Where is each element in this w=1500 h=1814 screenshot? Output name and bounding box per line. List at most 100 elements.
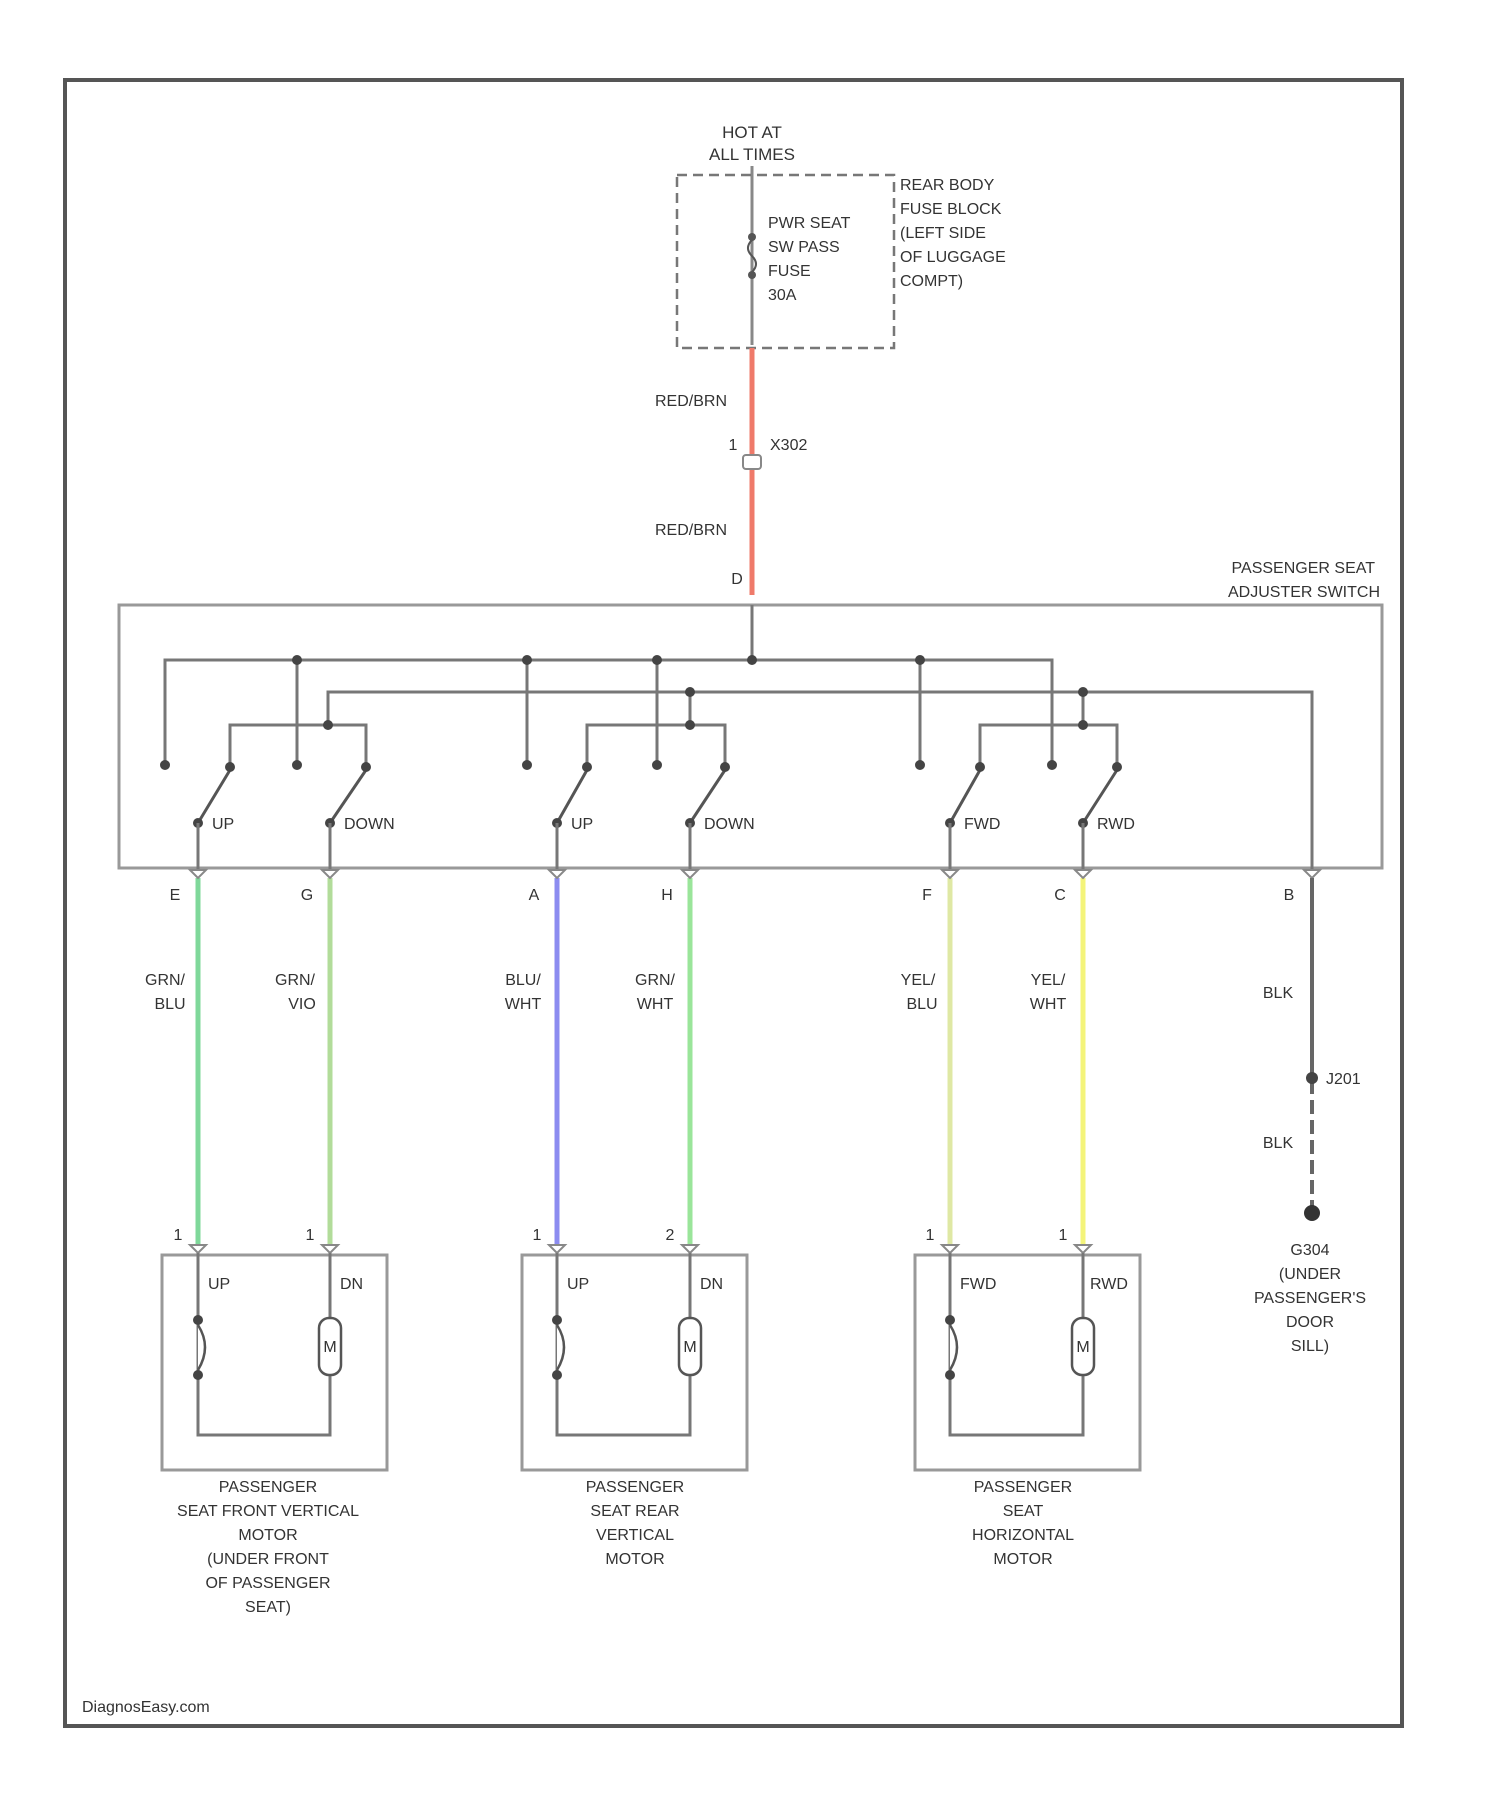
- feed-wire-label-bottom: RED/BRN: [655, 522, 727, 539]
- switch-contact-front-down: DOWN: [325, 762, 395, 833]
- fuse-block-label-4: OF LUGGAGE: [900, 249, 1006, 266]
- connector-pin: 1: [729, 437, 738, 454]
- switch-contact-horizontal-fwd: FWD: [945, 762, 1000, 833]
- switch-bus-wiring: [165, 605, 1312, 890]
- motor-caption-2: SEAT FRONT VERTICAL: [177, 1503, 359, 1520]
- svg-text:UP: UP: [212, 816, 234, 833]
- svg-text:UP: UP: [571, 816, 593, 833]
- switch-pin-d: D: [731, 571, 743, 588]
- wire-label-grn-vio-1: GRN/: [275, 972, 316, 989]
- switch-pin-e: E: [170, 887, 181, 904]
- ground-location-3: PASSENGER'S: [1254, 1290, 1366, 1307]
- fuse-label-3: FUSE: [768, 263, 811, 280]
- wire-label-grn-wht-1: GRN/: [635, 972, 676, 989]
- fuse-block-label-3: (LEFT SIDE: [900, 225, 986, 242]
- ground-location-5: SILL): [1291, 1338, 1329, 1355]
- motor-caption-1: PASSENGER: [586, 1479, 684, 1496]
- switch-contact-rear-down: DOWN: [685, 762, 755, 833]
- motor-caption-4: (UNDER FRONT: [207, 1551, 329, 1568]
- fuse-label-2: SW PASS: [768, 239, 840, 256]
- source-credit: DiagnosEasy.com: [82, 1699, 210, 1716]
- switch-pin-f: F: [922, 887, 932, 904]
- switch-contact-horizontal-rwd: RWD: [1078, 762, 1135, 833]
- power-label-1: HOT AT: [722, 123, 782, 142]
- motor-terminal-label: FWD: [960, 1276, 996, 1293]
- motor-front-vertical: 1 1 UP DN M PASSENGER SEAT FRONT VERTICA…: [162, 1227, 387, 1616]
- switch-pin-h: H: [661, 887, 673, 904]
- wire-label-blu-wht-2: WHT: [505, 996, 542, 1013]
- fuse-label-1: PWR SEAT: [768, 215, 851, 232]
- motor-terminal-label: UP: [567, 1276, 589, 1293]
- motor-caption-3: MOTOR: [238, 1527, 297, 1544]
- fuse-block-label-2: FUSE BLOCK: [900, 201, 1002, 218]
- fuse-label-4: 30A: [768, 287, 797, 304]
- motor-caption-1: PASSENGER: [974, 1479, 1072, 1496]
- connector-x302: [743, 455, 761, 469]
- ground-wire-label-top: BLK: [1263, 985, 1294, 1002]
- motor-symbol: M: [323, 1339, 336, 1356]
- motor-pin: 1: [926, 1227, 935, 1244]
- ground-location-4: DOOR: [1286, 1314, 1334, 1331]
- motor-pin: 1: [533, 1227, 542, 1244]
- fuse-block-label-5: COMPT): [900, 273, 963, 290]
- motor-caption-1: PASSENGER: [219, 1479, 317, 1496]
- motor-symbol: M: [1076, 1339, 1089, 1356]
- switch-pin-g: G: [301, 887, 313, 904]
- switch-pin-a: A: [529, 887, 540, 904]
- fuse-terminal: [748, 233, 756, 241]
- motor-pin: 2: [666, 1227, 675, 1244]
- splice-label: J201: [1326, 1071, 1361, 1088]
- motor-caption-6: SEAT): [245, 1599, 291, 1616]
- fuse-block-label-1: REAR BODY: [900, 177, 995, 194]
- motor-caption-3: VERTICAL: [596, 1527, 674, 1544]
- svg-text:DOWN: DOWN: [704, 816, 755, 833]
- wire-label-grn-vio-2: VIO: [288, 996, 316, 1013]
- motor-caption-4: MOTOR: [993, 1551, 1052, 1568]
- wire-label-yel-wht-2: WHT: [1030, 996, 1067, 1013]
- motor-caption-3: HORIZONTAL: [972, 1527, 1074, 1544]
- svg-text:FWD: FWD: [964, 816, 1000, 833]
- switch-contact-front-up: UP: [193, 762, 235, 833]
- motor-caption-5: OF PASSENGER: [205, 1575, 330, 1592]
- wire-label-yel-blu-2: BLU: [906, 996, 937, 1013]
- motor-rear-vertical: 1 2 UP DN M PASSENGER SEAT REAR VERTICAL…: [522, 1227, 747, 1568]
- ground-location-1: G304: [1290, 1242, 1329, 1259]
- motor-pin: 1: [306, 1227, 315, 1244]
- connector-label: X302: [770, 437, 807, 454]
- wire-label-yel-blu-1: YEL/: [901, 972, 936, 989]
- motor-caption-2: SEAT REAR: [590, 1503, 679, 1520]
- motor-caption-4: MOTOR: [605, 1551, 664, 1568]
- switch-pin-c: C: [1054, 887, 1066, 904]
- motor-terminal-label: RWD: [1090, 1276, 1128, 1293]
- ground-point: [1304, 1205, 1320, 1221]
- switch-pin-terminals: [190, 870, 1320, 878]
- fuse-block-outline: [677, 175, 894, 348]
- motor-terminal-label: DN: [340, 1276, 363, 1293]
- fuse-terminal: [748, 271, 756, 279]
- svg-text:RWD: RWD: [1097, 816, 1135, 833]
- ground-wire-label-bottom: BLK: [1263, 1135, 1294, 1152]
- motor-horizontal: 1 1 FWD RWD M PASSENGER SEAT HORIZONTAL …: [915, 1227, 1140, 1568]
- power-label-2: ALL TIMES: [709, 145, 795, 164]
- wire-label-grn-blu-2: BLU: [154, 996, 185, 1013]
- motor-symbol: M: [683, 1339, 696, 1356]
- switch-contact-rear-up: UP: [552, 762, 593, 833]
- motor-terminal-label: DN: [700, 1276, 723, 1293]
- wire-label-grn-blu-1: GRN/: [145, 972, 186, 989]
- feed-wire-label-top: RED/BRN: [655, 393, 727, 410]
- motor-pin: 1: [174, 1227, 183, 1244]
- switch-title-1: PASSENGER SEAT: [1232, 560, 1376, 577]
- motor-terminal-label: UP: [208, 1276, 230, 1293]
- ground-location-2: (UNDER: [1279, 1266, 1341, 1283]
- switch-title-2: ADJUSTER SWITCH: [1228, 584, 1380, 601]
- wire-label-grn-wht-2: WHT: [637, 996, 674, 1013]
- harness-wires: [198, 878, 1083, 1245]
- motor-caption-2: SEAT: [1003, 1503, 1044, 1520]
- switch-junctions: [160, 655, 1088, 770]
- wire-label-blu-wht-1: BLU/: [505, 972, 541, 989]
- svg-text:DOWN: DOWN: [344, 816, 395, 833]
- wire-label-yel-wht-1: YEL/: [1031, 972, 1066, 989]
- motor-pin: 1: [1059, 1227, 1068, 1244]
- splice-j201: [1306, 1072, 1318, 1084]
